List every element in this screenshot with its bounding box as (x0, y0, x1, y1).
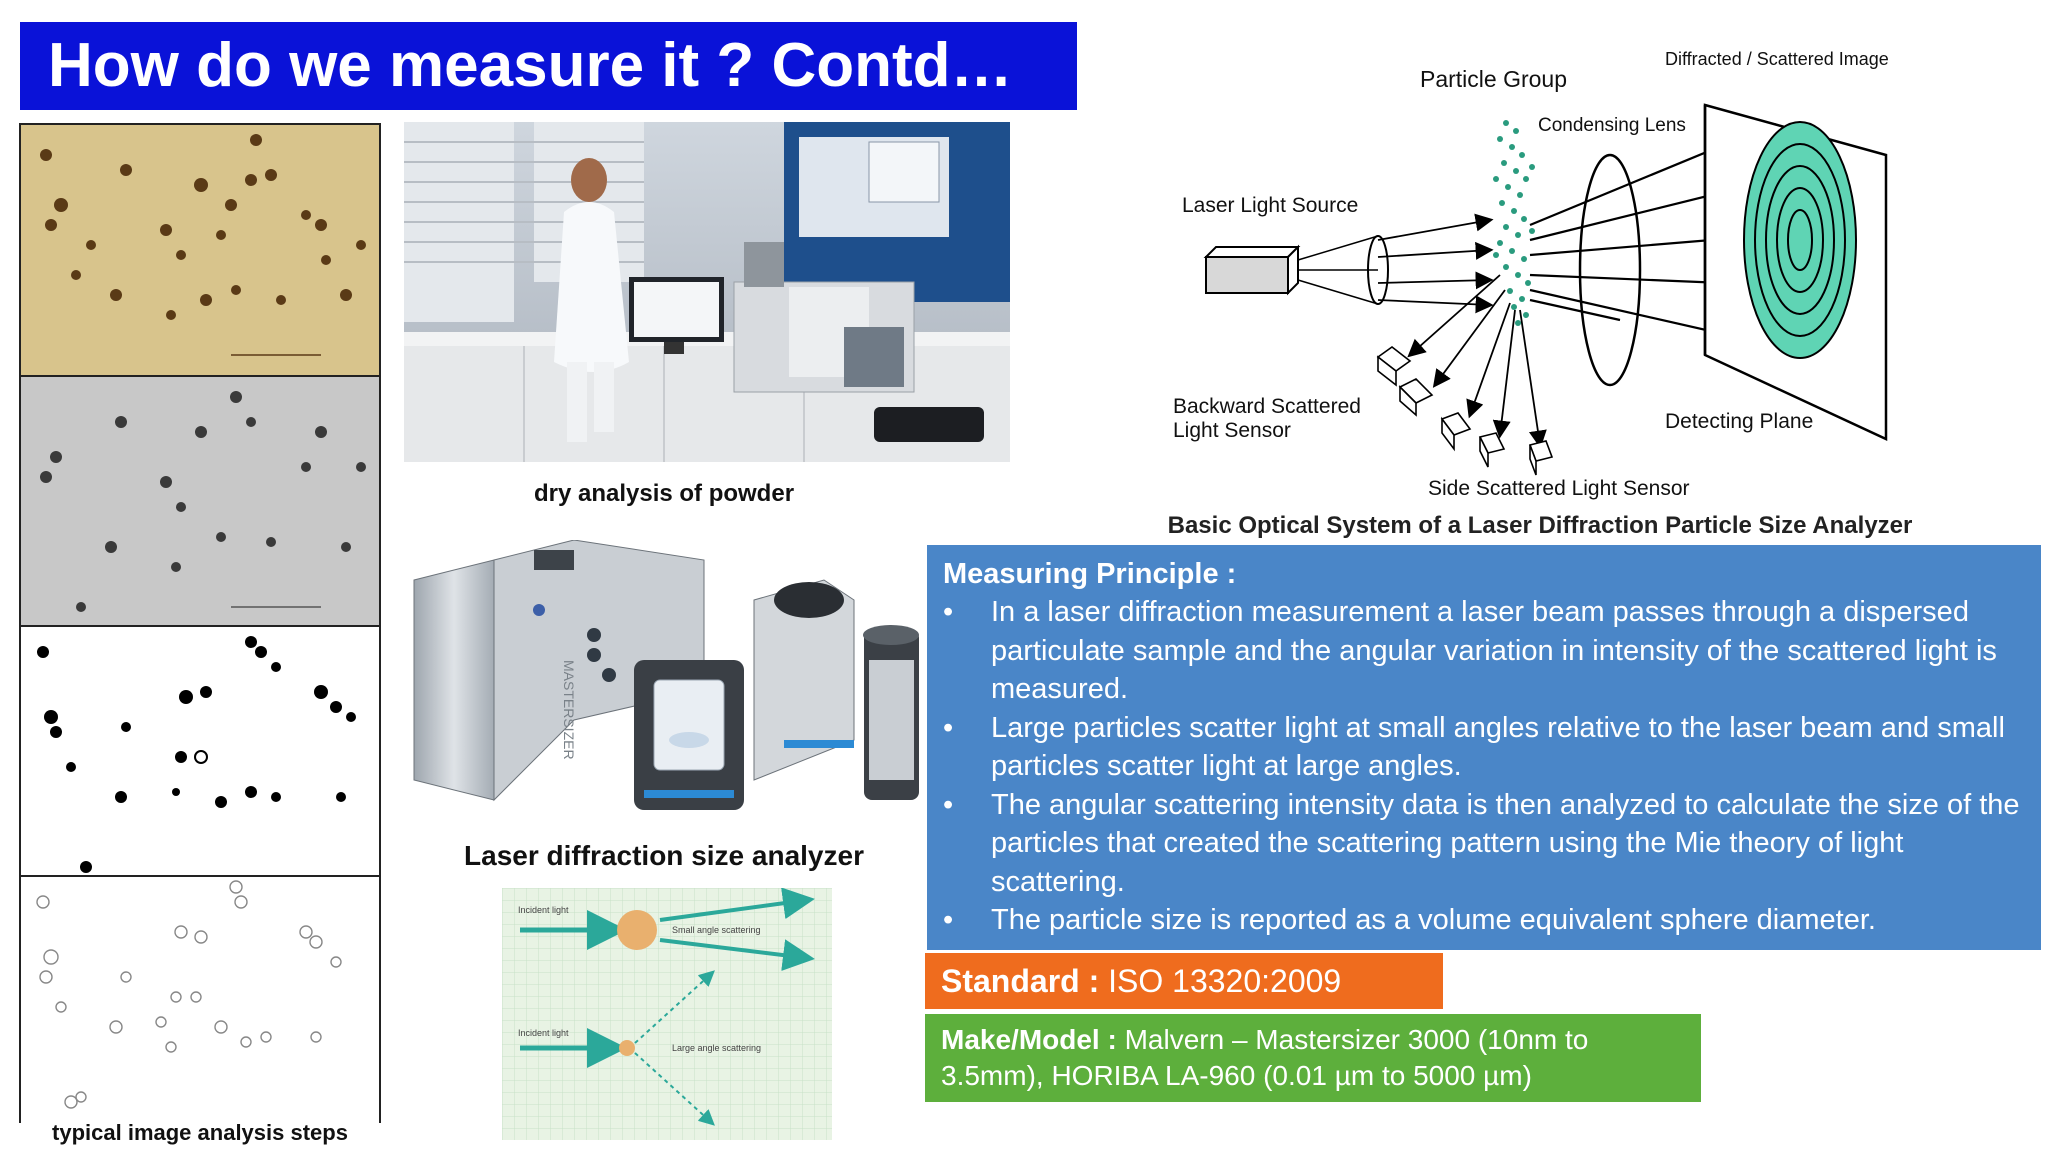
label-condensing-lens: Condensing Lens (1538, 115, 1686, 136)
small-angle-label: Small angle scattering (672, 925, 761, 935)
principle-heading: Measuring Principle : (943, 558, 1237, 590)
incident-light-label-1: Incident light (518, 905, 569, 915)
principle-bullet: • The angular scattering intensity data i… (943, 786, 2025, 902)
label-backward-sensor-2: Light Sensor (1173, 419, 1291, 442)
sensor-cubes (1376, 346, 1554, 476)
bullet-mark: • (943, 788, 954, 821)
standard-box: Standard : ISO 13320:2009 (925, 953, 1443, 1009)
label-side-sensor: Side Scattered Light Sensor (1428, 477, 1690, 500)
large-angle-label: Large angle scattering (672, 1043, 761, 1053)
scattering-angles-figure: Incident light Small angle scattering In… (502, 887, 832, 1140)
standard-value: ISO 13320:2009 (1099, 963, 1342, 999)
diagram-caption: Basic Optical System of a Laser Diffract… (1167, 512, 1913, 539)
incident-light-label-2: Incident light (518, 1028, 569, 1038)
bullet-mark: • (943, 711, 954, 744)
standard-label: Standard : (941, 963, 1100, 999)
step-outlines (21, 875, 379, 1125)
laser-source-box (1203, 244, 1301, 296)
step-grayscale (21, 375, 379, 625)
principle-bullet: • Large particles scatter light at small … (943, 709, 2025, 786)
image-analysis-steps (19, 123, 381, 1125)
optical-system-diagram: Particle Group Diffracted / Scattered Im… (1160, 35, 1920, 515)
analyzer-brand-text: MASTERSIZER (561, 660, 577, 760)
label-laser-source: Laser Light Source (1182, 194, 1358, 217)
slide-title: How do we measure it ? Contd… (20, 22, 1077, 110)
principle-bullet-text: The angular scattering intensity data is… (991, 788, 2020, 898)
make-label: Make/Model : (941, 1024, 1117, 1055)
principle-bullet: • In a laser diffraction measurement a la… (943, 593, 2025, 709)
principle-bullet-text: In a laser diffraction measurement a las… (991, 596, 1997, 705)
analyzer-caption: Laser diffraction size analyzer (464, 840, 864, 871)
principle-bullet-text: Large particles scatter light at small a… (991, 711, 2005, 783)
bullet-mark: • (943, 596, 954, 628)
bullet-mark: • (943, 904, 954, 936)
diffraction-rings (1743, 121, 1857, 359)
steps-caption: typical image analysis steps (52, 1120, 348, 1145)
photo-caption: dry analysis of powder (533, 480, 795, 507)
lab-photo (404, 122, 1010, 462)
analyzer-illustration: MASTERSIZER (404, 539, 924, 825)
particle-cloud (1493, 120, 1535, 326)
principle-list: • In a laser diffraction measurement a la… (943, 593, 2025, 940)
label-backward-sensor-1: Backward Scattered (1173, 395, 1361, 418)
label-detecting-plane: Detecting Plane (1665, 410, 1813, 433)
principle-bullet: • The particle size is reported as a volu… (943, 901, 2025, 940)
make-value: Malvern – Mastersizer 3000 (10nm to 3.5m… (941, 1024, 1589, 1091)
label-particle-group: Particle Group (1420, 66, 1567, 92)
step-micrograph-colour (21, 125, 379, 375)
measuring-principle-box: Measuring Principle : • In a laser diffra… (927, 545, 2041, 950)
label-diffracted-image: Diffracted / Scattered Image (1665, 49, 1889, 69)
make-model-box: Make/Model : Malvern – Mastersizer 3000 … (925, 1014, 1701, 1102)
step-threshold (21, 625, 379, 875)
principle-bullet-text: The particle size is reported as a volum… (991, 904, 1876, 936)
